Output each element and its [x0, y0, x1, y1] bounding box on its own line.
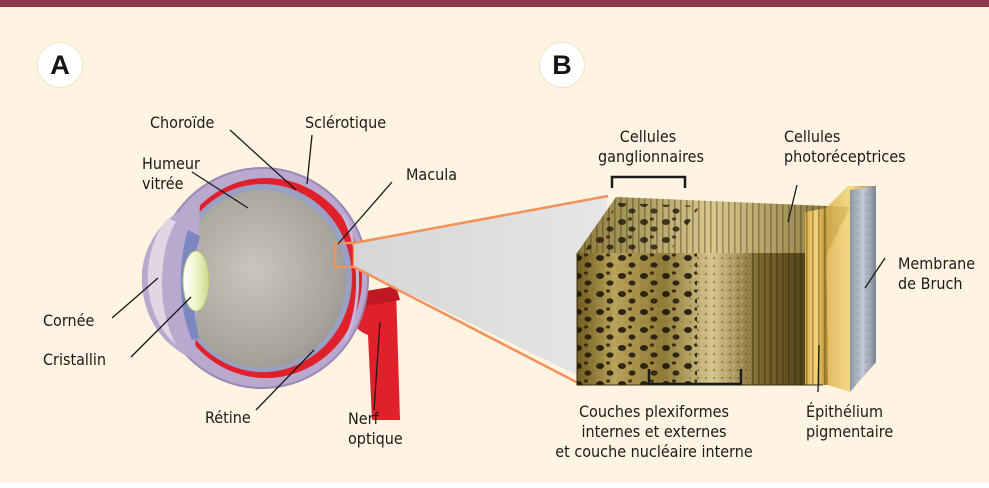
label-epith-line2: pigmentaire	[806, 422, 893, 442]
label-ganglion-line1: Cellules	[598, 127, 698, 147]
label-cornee: Cornée	[43, 311, 94, 331]
label-bruch-line2: de Bruch	[898, 274, 975, 294]
label-humeur-vitree: Humeur vitrée	[142, 154, 200, 194]
label-couches-line3: et couche nucléaire interne	[534, 442, 774, 462]
label-nerf-optique: Nerf optique	[348, 409, 403, 449]
label-membrane-bruch: Membrane de Bruch	[898, 254, 975, 294]
label-couches: Couches plexiformes internes et externes…	[534, 402, 774, 462]
label-macula: Macula	[406, 165, 457, 185]
label-nerf-line2: optique	[348, 429, 403, 449]
label-cristallin: Cristallin	[43, 350, 106, 370]
label-humeur-line1: Humeur	[142, 154, 200, 174]
label-ganglion-line2: ganglionnaires	[598, 147, 698, 167]
label-epithelium-pigmentaire: Épithélium pigmentaire	[806, 402, 893, 442]
label-photo-line1: Cellules	[784, 127, 906, 147]
eye-cross-section	[142, 168, 400, 420]
label-sclerotique: Sclérotique	[305, 113, 386, 133]
panel-b-badge: B	[540, 43, 584, 87]
label-humeur-line2: vitrée	[142, 174, 200, 194]
label-couches-line1: Couches plexiformes	[534, 402, 774, 422]
label-photo-line2: photoréceptrices	[784, 147, 906, 167]
label-couches-line2: internes et externes	[534, 422, 774, 442]
label-nerf-line1: Nerf	[348, 409, 403, 429]
ganglion-bracket	[612, 177, 685, 188]
label-cellules-ganglionnaires: Cellules ganglionnaires	[598, 127, 698, 167]
panel-a-letter: A	[50, 50, 70, 81]
label-retine: Rétine	[205, 408, 251, 428]
label-choroide: Choroïde	[150, 113, 214, 133]
panel-b-letter: B	[552, 50, 572, 81]
label-cellules-photoreceptrices: Cellules photoréceptrices	[784, 127, 906, 167]
label-bruch-line1: Membrane	[898, 254, 975, 274]
label-epith-line1: Épithélium	[806, 402, 893, 422]
retina-tissue-block	[577, 186, 876, 392]
panel-a-badge: A	[38, 43, 82, 87]
